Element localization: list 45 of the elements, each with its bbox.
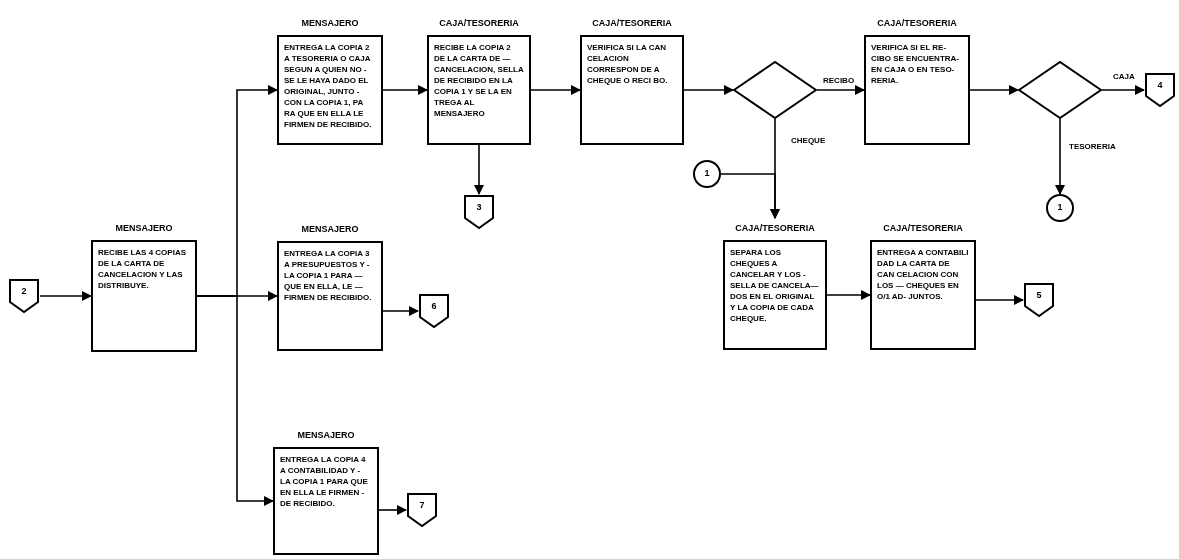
connector-number: 2 <box>21 285 27 299</box>
edge-label: RECIBO <box>822 76 856 86</box>
arrow <box>826 290 871 300</box>
role-heading: CAJA/TESORERIA <box>439 17 519 31</box>
role-heading: MENSAJERO <box>115 222 173 236</box>
arrow <box>1101 85 1145 95</box>
arrow <box>969 85 1019 95</box>
connector-number: 6 <box>431 300 437 314</box>
process-box: RECIBE LAS 4 COPIAS DE LA CARTA DE CANCELACION Y LAS DISTRIBUYE. <box>91 240 197 352</box>
arrow <box>816 85 865 95</box>
process-box: VERIFICA SI EL RE- CIBO SE ENCUENTRA- EN CAJA O EN TESO- RERIA. <box>864 35 970 145</box>
decision-diamond <box>1018 61 1102 119</box>
connector-number: 4 <box>1157 79 1163 93</box>
role-heading: CAJA/TESORERIA <box>735 222 815 236</box>
connector-number: 7 <box>419 499 425 513</box>
process-box: ENTREGA LA COPIA 2 A TESORERIA O CAJA SEGUN A QUIEN NO - SE LE HAYA DADO EL ORIGINAL, JUNTO - CON LA COPIA 1, PA RA QUE EN ELLA LE FIRMEN DE RECIBIDO. <box>277 35 383 145</box>
arrow <box>39 291 92 301</box>
arrow <box>530 85 581 95</box>
role-heading: MENSAJERO <box>301 223 359 237</box>
edge-label: TESORERIA <box>1068 142 1117 152</box>
connector-number: 3 <box>476 201 482 215</box>
arrow <box>474 144 484 195</box>
arrow <box>378 505 407 515</box>
arrow <box>683 85 734 95</box>
arrow <box>382 306 419 316</box>
arrow <box>1055 118 1065 195</box>
process-box: ENTREGA LA COPIA 4 A CONTABILIDAD Y - LA COPIA 1 PARA QUE EN ELLA LE FIRMEN - DE RECIBIDO. <box>273 447 379 555</box>
process-box: VERIFICA SI LA CAN CELACION CORRESPON DE A CHEQUE O RECI BO. <box>580 35 684 145</box>
decision-diamond <box>733 61 817 119</box>
edge-label: CHEQUE <box>790 136 827 146</box>
role-heading: MENSAJERO <box>297 429 355 443</box>
connector-number: 5 <box>1036 289 1042 303</box>
process-box: ENTREGA A CONTABILI DAD LA CARTA DE CAN CELACION CON LOS — CHEQUES EN O/1 AD- JUNTOS. <box>870 240 976 350</box>
arrow <box>720 173 780 219</box>
role-heading: MENSAJERO <box>301 17 359 31</box>
process-box: SEPARA LOS CHEQUES A CANCELAR Y LOS - SELLA DE CANCELA— DOS EN EL ORIGINAL Y LA COPIA DE CADA CHEQUE. <box>723 240 827 350</box>
role-heading: CAJA/TESORERIA <box>877 17 957 31</box>
arrow <box>975 295 1024 305</box>
process-box: ENTREGA LA COPIA 3 A PRESUPUESTOS Y - LA COPIA 1 PARA — QUE EN ELLA, LE — FIRMEN DE RECIBIDO. <box>277 241 383 351</box>
arrow <box>382 85 428 95</box>
arrow <box>196 295 274 506</box>
process-box: RECIBE LA COPIA 2 DE LA CARTA DE — CANCELACION, SELLA DE RECIBIDO EN LA COPIA 1 Y SE LA EN TREGA AL MENSAJERO <box>427 35 531 145</box>
role-heading: CAJA/TESORERIA <box>883 222 963 236</box>
edge-label: CAJA <box>1112 72 1136 82</box>
role-heading: CAJA/TESORERIA <box>592 17 672 31</box>
